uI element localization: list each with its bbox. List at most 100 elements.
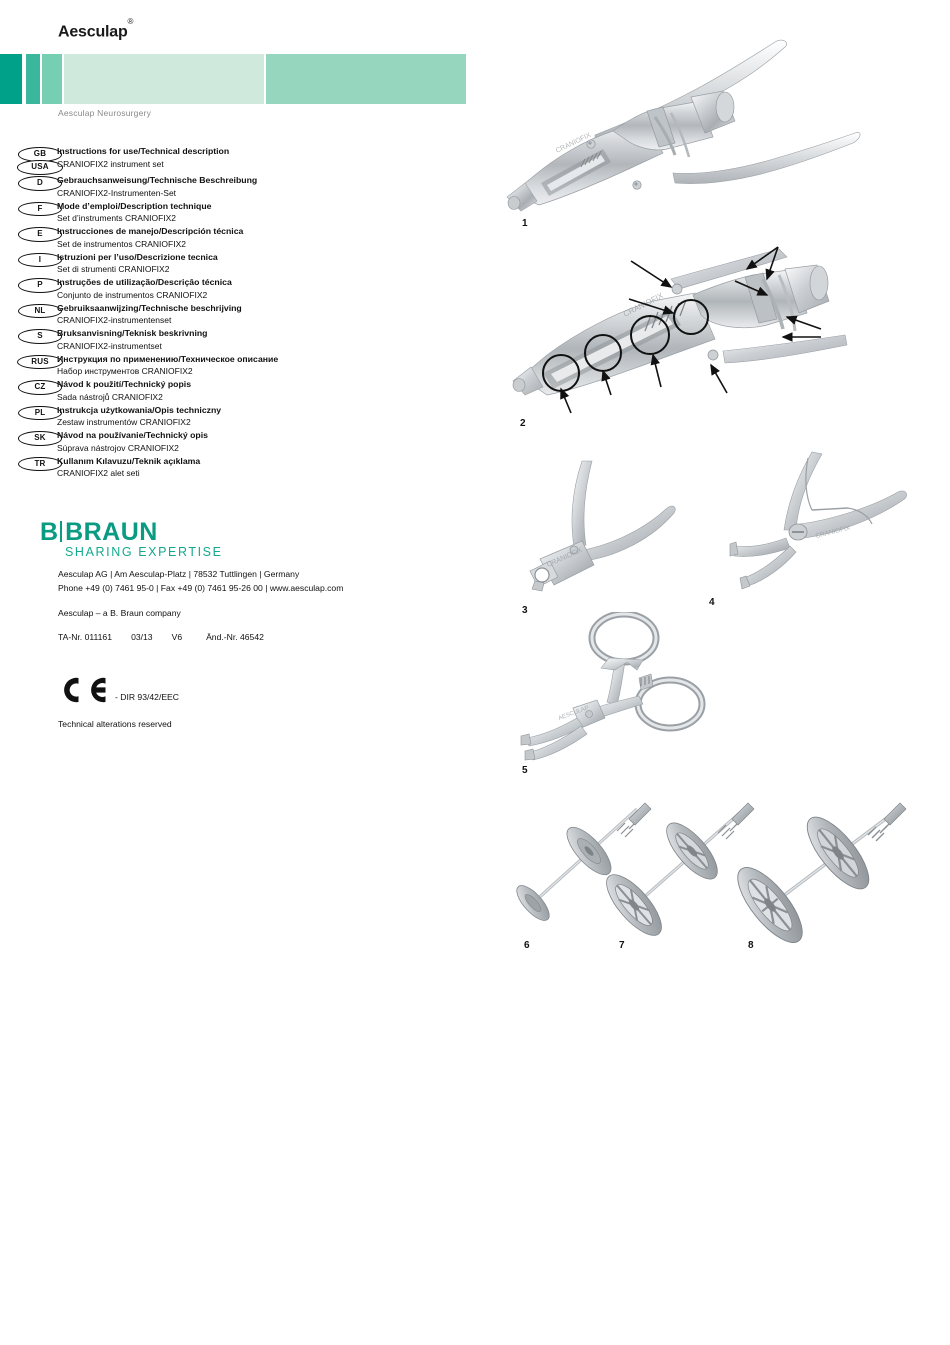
- language-text-tr: Kullanım Kılavuzu/Teknik açıklama CRANIO…: [57, 455, 200, 480]
- language-code: NL: [34, 305, 46, 315]
- language-subtitle: Set di strumenti CRANIOFIX2: [57, 264, 170, 274]
- figure-2-number: 2: [520, 418, 526, 429]
- brand-name: Aesculap: [58, 23, 128, 41]
- bbraun-logo-letter: B: [40, 518, 58, 546]
- ce-mark-block: - DIR 93/42/EEC: [58, 675, 179, 705]
- color-bar-segment-5: [266, 54, 466, 104]
- figure-3-number: 3: [522, 605, 528, 616]
- language-title: Istruzioni per l’uso/Descrizione tecnica: [57, 251, 218, 262]
- figure-2-image: CRANIOFIX: [495, 243, 940, 418]
- craniofix-pliers-illustration: CRANIOFIX: [529, 460, 676, 592]
- color-bar-segment-1: [0, 54, 22, 104]
- language-text-e: Instrucciones de manejo/Descripción técn…: [57, 225, 243, 250]
- language-badge-usa: USA: [17, 160, 63, 175]
- language-subtitle: Set d’instruments CRANIOFIX2: [57, 213, 177, 223]
- language-code: I: [38, 254, 42, 264]
- language-subtitle: CRANIOFIX2 alet seti: [57, 468, 140, 478]
- craniofix-implant-medium-illustration: [606, 802, 755, 936]
- figure-4-image: CRANIOFIX: [700, 450, 930, 600]
- language-text-nl: Gebruiksaanwijzing/Technische beschrijvi…: [57, 302, 242, 327]
- address-block: Aesculap AG | Am Aesculap-Platz | 78532 …: [58, 568, 343, 621]
- language-text-rus: Инструкция по применению/Техническое опи…: [57, 353, 278, 378]
- bbraun-tagline: SHARING EXPERTISE: [65, 545, 223, 559]
- language-code: P: [37, 280, 43, 290]
- craniofix-ring-forceps-illustration: AESCULAP: [520, 612, 706, 761]
- figure-7-image: [600, 795, 770, 940]
- document-reference: TA-Nr. 011161 03/13 V6 Änd.-Nr. 46542: [58, 632, 264, 642]
- language-badge-d: D: [18, 176, 62, 191]
- figure-5-number: 5: [522, 765, 528, 776]
- language-row-d: D Gebrauchsanweisung/Technische Beschrei…: [0, 175, 420, 201]
- language-subtitle: Conjunto de instrumentos CRANIOFIX2: [57, 289, 208, 300]
- language-title: Instructions for use/Technical descripti…: [57, 146, 230, 156]
- language-title: Instrukcja użytkowania/Opis techniczny: [57, 404, 222, 415]
- language-subtitle: CRANIOFIX2-instrumentenset: [57, 315, 172, 325]
- bbraun-logo: B BRAUN SHARING EXPERTISE: [40, 518, 223, 560]
- language-code: S: [37, 331, 43, 341]
- figure-8-number: 8: [748, 940, 754, 951]
- figure-1-number: 1: [522, 218, 528, 229]
- language-text-i: Istruzioni per l’uso/Descrizione tecnica…: [57, 251, 218, 276]
- language-row-i: I Istruzioni per l’uso/Descrizione tecni…: [0, 252, 420, 278]
- language-badge-nl: NL: [18, 303, 62, 318]
- language-code: E: [37, 229, 43, 239]
- bbraun-logo-name: BRAUN: [65, 518, 158, 546]
- language-row-nl: NL Gebruiksaanwijzing/Technische beschri…: [0, 303, 420, 329]
- language-code: GB: [33, 149, 47, 159]
- language-badge-s: S: [18, 329, 62, 344]
- language-code: CZ: [34, 382, 46, 392]
- language-subtitle: Sada nástrojů CRANIOFIX2: [57, 391, 163, 402]
- language-subtitle: CRANIOFIX2-instrumentset: [57, 340, 162, 351]
- ce-mark-icon: [64, 677, 106, 703]
- language-code: F: [37, 203, 43, 213]
- language-subtitle: Set de instrumentos CRANIOFIX2: [57, 238, 186, 249]
- language-subtitle: Súprava nástrojov CRANIOFIX2: [57, 442, 179, 453]
- craniofix-spreader-illustration: CRANIOFIX: [729, 451, 907, 590]
- language-row-s: S Bruksanvisning/Teknisk beskrivning CRA…: [0, 328, 420, 354]
- bbraun-logo-row: B BRAUN: [40, 518, 223, 546]
- language-code: PL: [34, 407, 46, 417]
- language-text-d: Gebrauchsanweisung/Technische Beschreibu…: [57, 174, 257, 199]
- language-list: GB Instructions for use/Technical descri…: [0, 146, 420, 481]
- ce-directive-label: - DIR 93/42/EEC: [115, 692, 179, 702]
- language-text-pl: Instrukcja użytkowania/Opis techniczny Z…: [57, 404, 221, 429]
- color-bar-segment-3: [42, 54, 62, 104]
- language-subtitle: CRANIOFIX2 instrument set: [57, 159, 164, 169]
- language-row-e: E Instrucciones de manejo/Descripción té…: [0, 226, 420, 252]
- language-text-sk: Návod na používanie/Technický opis Súpra…: [57, 429, 208, 454]
- language-title: Návod na používanie/Technický opis: [57, 430, 208, 440]
- figure-6-image: [505, 795, 665, 935]
- figure-8-image: [728, 793, 928, 943]
- language-row-cz: CZ Návod k použití/Technický popis Sada …: [0, 379, 420, 405]
- language-subtitle: Набор инструментов CRANIOFIX2: [57, 366, 193, 376]
- color-bar-segment-2: [26, 54, 40, 104]
- language-badge-sk: SK: [18, 431, 62, 446]
- language-text-f: Mode d’emploi/Description technique Set …: [57, 200, 211, 225]
- language-subtitle: Zestaw instrumentów CRANIOFIX2: [57, 417, 191, 427]
- color-bar-segment-4: [64, 54, 264, 104]
- language-code: TR: [34, 458, 46, 468]
- figure-1-image: CRANIOFIX: [495, 25, 935, 220]
- language-badge-i: I: [18, 252, 62, 267]
- language-code: USA: [31, 162, 49, 172]
- figure-6-number: 6: [524, 940, 530, 951]
- language-text-cz: Návod k použití/Technický popis Sada nás…: [57, 378, 191, 403]
- language-title: Návod k použití/Technický popis: [57, 379, 192, 389]
- language-code: D: [37, 178, 43, 188]
- language-row-tr: TR Kullanım Kılavuzu/Teknik açıklama CRA…: [0, 456, 420, 482]
- language-title: Mode d’emploi/Description technique: [57, 200, 212, 211]
- language-badge-pl: PL: [18, 405, 62, 420]
- language-title: Kullanım Kılavuzu/Teknik açıklama: [57, 455, 201, 466]
- language-row-sk: SK Návod na používanie/Technický opis Sú…: [0, 430, 420, 456]
- technical-alterations-note: Technical alterations reserved: [58, 719, 172, 729]
- registered-trademark-icon: ®: [127, 17, 134, 26]
- language-text-gb: Instructions for use/Technical descripti…: [57, 145, 229, 158]
- language-title: Gebruiksaanwijzing/Technische beschrijvi…: [57, 302, 242, 313]
- language-subtitle: CRANIOFIX2-Instrumenten-Set: [57, 187, 177, 198]
- language-code: SK: [34, 433, 46, 443]
- bbraun-logo-divider: [59, 521, 63, 542]
- language-row-usa: USA CRANIOFIX2 instrument set: [0, 159, 420, 175]
- craniofix-applicator-detail-illustration: CRANIOFIX: [512, 246, 848, 414]
- language-title: Instrucciones de manejo/Descripción técn…: [57, 226, 244, 236]
